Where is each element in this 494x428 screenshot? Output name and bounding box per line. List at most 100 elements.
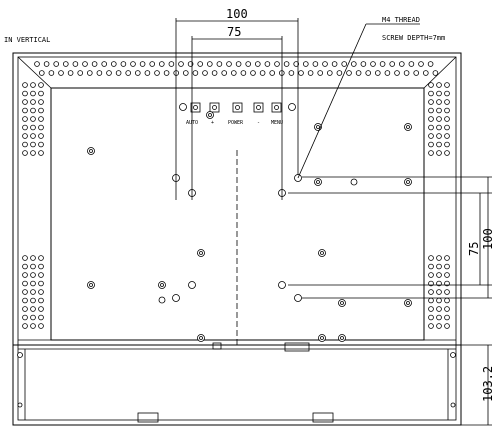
screw-hole-center (199, 251, 203, 255)
vent-hole (254, 61, 261, 67)
vent-hole (444, 263, 450, 270)
vent-hole (53, 61, 59, 67)
vent-hole (444, 150, 450, 156)
vent-hole (436, 306, 442, 312)
screw-hole-center (89, 149, 93, 153)
vent-hole (38, 150, 44, 156)
vent-hole (444, 133, 450, 139)
vent-hole (91, 61, 98, 67)
vent-hole (30, 297, 36, 304)
vent-hole (38, 141, 44, 148)
vent-hole (183, 70, 189, 76)
vent-hole (22, 280, 28, 287)
vent-hole (436, 323, 442, 329)
vent-hole (130, 61, 136, 67)
vent-hole (444, 272, 450, 278)
vent-hole (67, 70, 74, 76)
vent-hole (436, 150, 442, 156)
vent-hole (22, 90, 28, 97)
vent-hole (30, 99, 36, 105)
vent-hole (307, 70, 314, 76)
screw-depth-label: SCREW DEPTH=7mm (382, 34, 445, 42)
vent-hole (135, 70, 141, 76)
vent-hole (428, 133, 434, 139)
vent-hole (38, 280, 44, 287)
vent-hole (22, 314, 28, 321)
vent-hole (154, 70, 160, 76)
vent-hole (403, 70, 410, 76)
vent-hole (444, 289, 450, 295)
vent-hole (444, 141, 450, 148)
vent-hole (418, 61, 424, 67)
vent-hole (139, 61, 146, 67)
vent-hole (63, 61, 69, 67)
vent-hole (30, 133, 36, 139)
vent-hole (30, 124, 36, 131)
button-label-plus: + (211, 120, 214, 126)
button-label-power: POWER (228, 120, 244, 126)
vent-hole (264, 61, 271, 67)
button-label-menu: MENU (271, 120, 283, 126)
vent-hole (178, 61, 184, 67)
open-hole (158, 296, 166, 304)
vent-hole (38, 124, 44, 131)
screw-hole-center (406, 125, 410, 129)
vent-hole (30, 82, 36, 88)
vent-hole (38, 263, 44, 270)
vent-hole (428, 116, 434, 122)
vent-hole (336, 70, 343, 76)
vent-hole (298, 70, 304, 76)
vent-hole (436, 82, 442, 88)
screw-hole-center (160, 283, 164, 287)
vent-hole (77, 70, 83, 76)
vent-hole (87, 70, 93, 76)
vent-hole (197, 61, 204, 67)
vent-hole (30, 280, 36, 287)
vent-hole (22, 306, 28, 312)
screw-hole-center (406, 301, 410, 305)
vent-hole (221, 70, 228, 76)
vent-hole (428, 323, 434, 329)
vent-hole (22, 150, 28, 156)
vent-hole (38, 133, 44, 139)
vent-hole (428, 141, 434, 148)
vent-hole (444, 99, 450, 105)
button-label-minus: - (257, 120, 260, 126)
vent-hole (22, 141, 28, 148)
vent-hole (436, 272, 442, 278)
vent-hole (422, 70, 429, 76)
right-dimension-lines: 75 100 103.2 (288, 176, 494, 426)
vent-hole (22, 289, 28, 295)
thread-leader (297, 23, 367, 179)
vent-hole (444, 107, 450, 114)
vent-hole (444, 124, 450, 131)
vent-hole (22, 116, 28, 122)
vent-hole (22, 263, 28, 270)
vent-hole (436, 133, 442, 139)
vent-hole (394, 70, 400, 76)
vent-hole (38, 272, 44, 278)
vent-hole (101, 61, 107, 67)
vent-hole (211, 70, 218, 76)
vent-hole (38, 70, 45, 76)
vent-hole (444, 297, 450, 304)
dim-top-outer: 100 (226, 7, 248, 21)
vent-hole (38, 289, 44, 295)
vent-hole (22, 107, 28, 114)
vent-hole (269, 70, 276, 76)
screw-hole-center (320, 251, 324, 255)
vent-hole (240, 70, 247, 76)
vent-hole (283, 61, 290, 67)
vent-hole (428, 255, 434, 261)
screw-hole-center (340, 301, 344, 305)
vent-hole (22, 82, 28, 88)
vent-hole (428, 90, 434, 97)
vent-hole (30, 116, 36, 122)
screw-hole-center (320, 336, 324, 340)
vent-hole (30, 263, 36, 270)
vent-hole (38, 116, 44, 122)
vent-hole (259, 70, 266, 76)
vent-hole (436, 255, 442, 261)
vent-hole (428, 82, 434, 88)
vent-hole (22, 133, 28, 139)
